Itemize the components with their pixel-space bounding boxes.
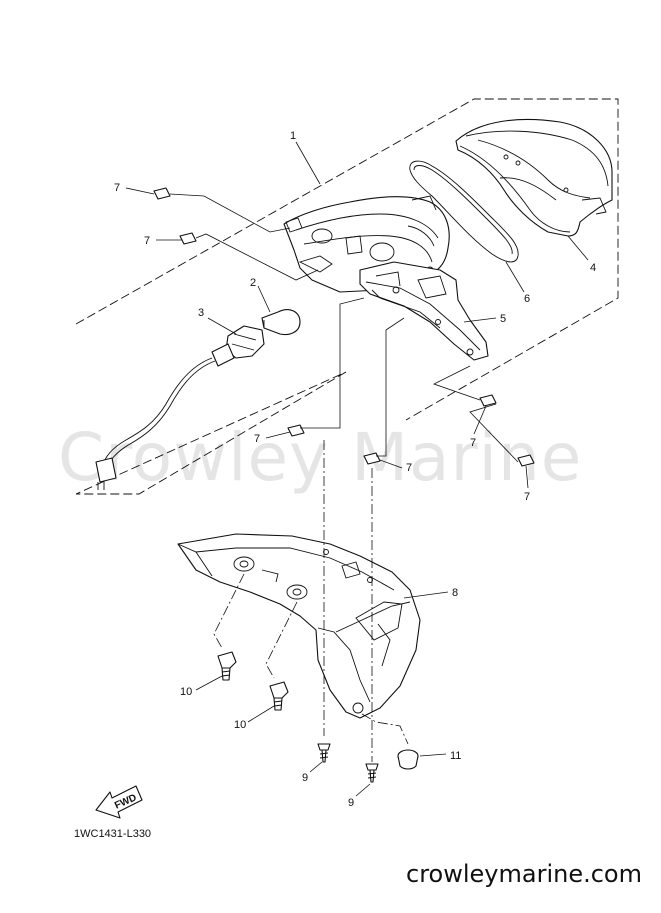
mount-line-10b — [265, 601, 298, 679]
screw-9b[interactable] — [365, 763, 379, 783]
guide-line-clip-6 — [469, 403, 519, 463]
callout-10b: 10 — [234, 719, 246, 731]
leader-9b — [355, 783, 371, 797]
watermark-text: Crowley Marine — [58, 419, 582, 496]
guide-line-clip-5 — [432, 365, 481, 401]
callout-7c: 7 — [254, 433, 260, 445]
diagram-code: 1WC1431-L330 — [74, 828, 151, 840]
callout-10a: 10 — [180, 686, 192, 698]
lens-gasket[interactable] — [409, 160, 519, 263]
callout-11: 11 — [450, 750, 461, 762]
guide-line-clip-1 — [169, 193, 291, 233]
bolt-10b[interactable] — [269, 681, 289, 711]
leader-2 — [257, 285, 271, 313]
leader-10b — [247, 705, 275, 723]
leader-11 — [419, 753, 447, 757]
leader-7d — [379, 459, 403, 469]
leader-7c — [265, 431, 291, 439]
assembly-boundary — [75, 98, 619, 495]
callout-6: 6 — [524, 293, 530, 305]
callout-9b: 9 — [348, 797, 354, 809]
callout-1: 1 — [290, 130, 296, 142]
callout-7a: 7 — [114, 182, 120, 194]
bulb[interactable] — [261, 309, 301, 336]
screw-9a[interactable] — [317, 743, 331, 763]
callout-7d: 7 — [406, 462, 412, 474]
callout-9a: 9 — [302, 772, 308, 784]
clip-nut-6[interactable] — [517, 454, 535, 467]
bolt-10a[interactable] — [217, 651, 237, 681]
footer-url[interactable]: crowleymarine.com — [406, 860, 642, 888]
callout-4: 4 — [590, 262, 596, 274]
mount-line-10a — [213, 573, 245, 649]
guide-line-clip-2 — [195, 233, 319, 281]
callout-5: 5 — [500, 313, 506, 325]
leader-9a — [309, 761, 323, 773]
fwd-arrow-icon: FWD — [95, 785, 143, 819]
clip-nut-1[interactable] — [153, 187, 171, 200]
grommet[interactable] — [397, 749, 419, 770]
leader-3 — [207, 317, 237, 335]
callout-8: 8 — [452, 587, 458, 599]
leader-8 — [403, 591, 449, 599]
clip-nut-5[interactable] — [479, 394, 497, 407]
leader-4 — [567, 235, 589, 261]
callout-3: 3 — [198, 307, 204, 319]
guide-line-clip-3 — [300, 297, 365, 429]
taillight-lens[interactable] — [455, 118, 613, 237]
mount-line-11 — [361, 713, 409, 745]
clip-nut-2[interactable] — [179, 232, 197, 245]
lower-cover[interactable] — [177, 533, 421, 719]
guide-line-clip-4 — [376, 317, 405, 457]
callout-7b: 7 — [144, 235, 150, 247]
callout-7e: 7 — [470, 437, 476, 449]
leader-1 — [295, 141, 321, 185]
leader-7f — [525, 465, 529, 489]
leader-7a — [125, 187, 155, 195]
callout-2: 2 — [250, 277, 256, 289]
leader-6 — [505, 261, 525, 293]
leader-5 — [463, 317, 497, 323]
light-bracket[interactable] — [359, 261, 489, 361]
leader-7e — [473, 405, 487, 435]
leader-10a — [195, 675, 223, 691]
callout-7f: 7 — [524, 491, 530, 503]
